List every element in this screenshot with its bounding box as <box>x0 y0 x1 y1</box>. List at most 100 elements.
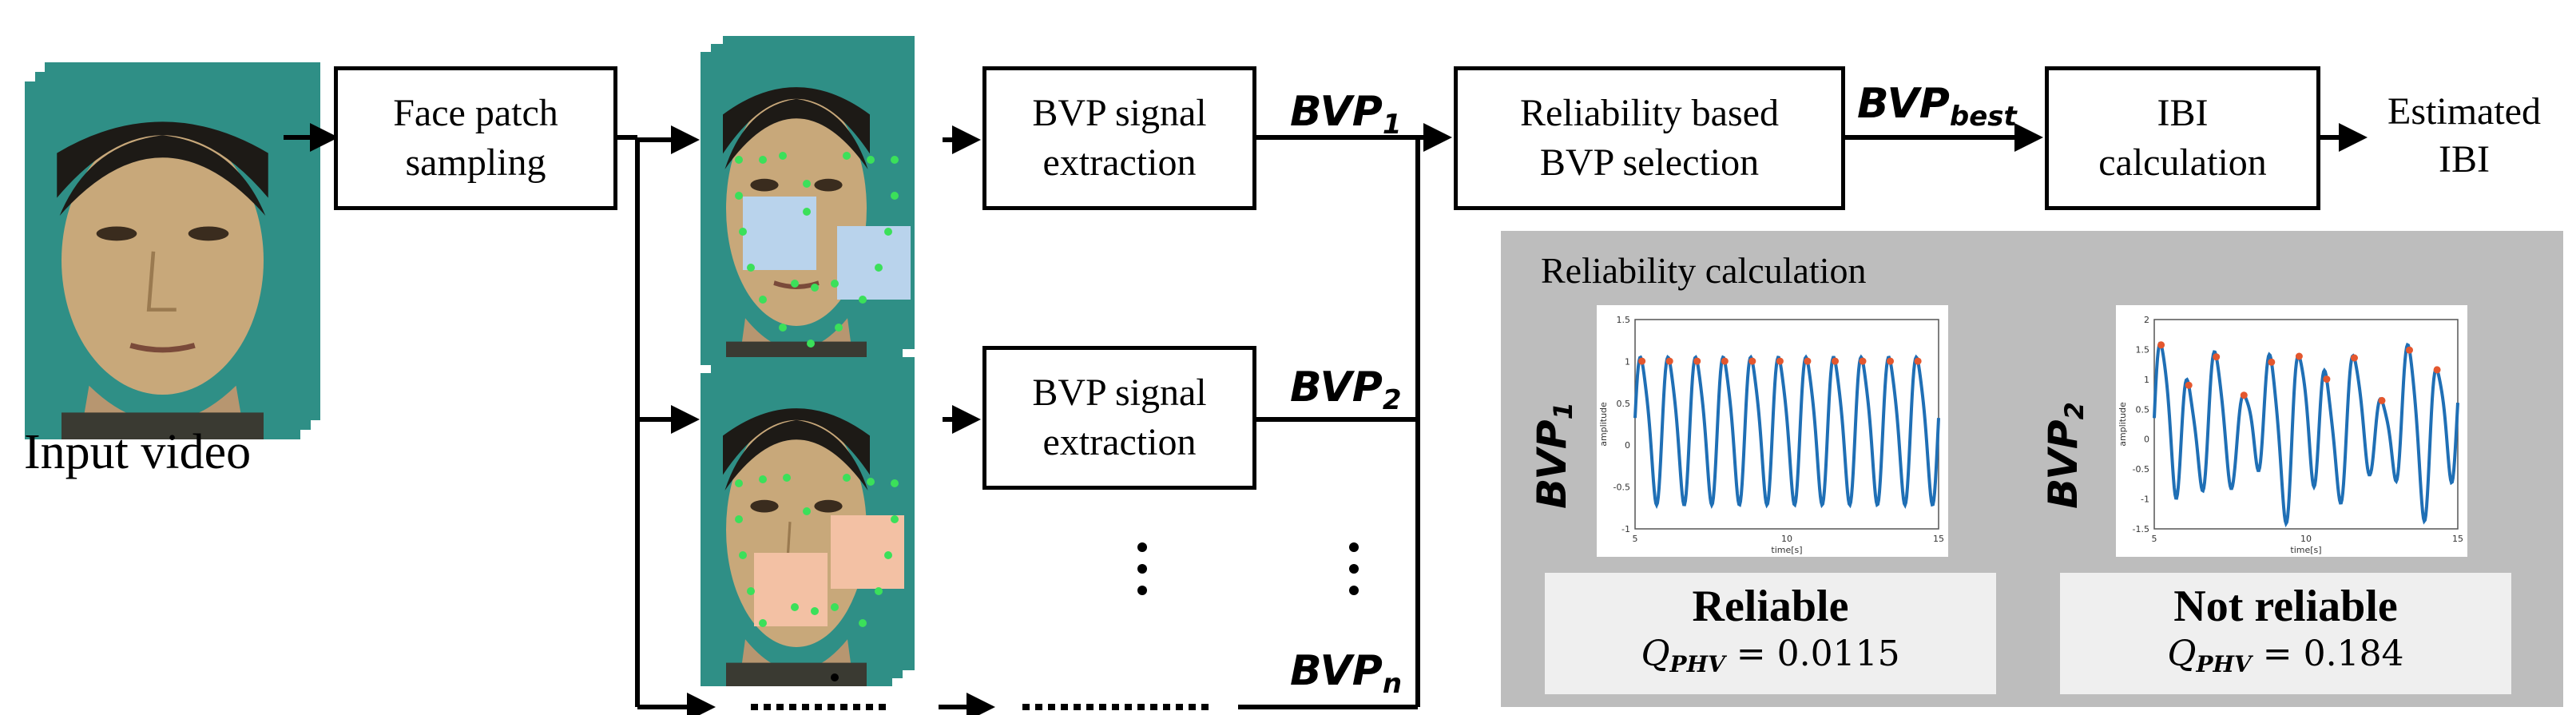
bvp-best-label: BVPbest <box>1857 80 2017 133</box>
reliable-q-value: QPHV = 0.0115 <box>1641 632 1899 687</box>
plot-ylabel: amplitude <box>1598 402 1609 447</box>
q-sub-right: PHV <box>2196 650 2252 677</box>
ytick-label: 0 <box>2144 435 2149 445</box>
input-video-caption: Input video <box>24 425 252 479</box>
ytick-label: 0.5 <box>1617 399 1631 409</box>
ytick-label: -1 <box>2141 495 2149 505</box>
ibi-calculation-box: IBI calculation <box>2045 66 2320 210</box>
extract1-line-1: BVP signal <box>1032 92 1207 134</box>
roi-patch-blue-left <box>743 197 816 270</box>
peak-marker <box>2378 396 2386 404</box>
not-reliable-result-box: Not reliable QPHV = 0.184 <box>2060 573 2511 694</box>
peak-marker <box>1804 357 1812 365</box>
reliable-verdict: Reliable <box>1692 581 1849 631</box>
peak-marker <box>1859 357 1867 365</box>
peak-marker <box>2351 354 2358 362</box>
peak-marker <box>2295 352 2303 360</box>
plot-ylabel: amplitude <box>2118 402 2128 447</box>
plot-xlabel: time[s] <box>2290 545 2321 555</box>
right-ylabel-sub: 2 <box>2059 402 2090 420</box>
peak-marker <box>1887 357 1894 365</box>
face-patch-stack-1 <box>701 36 915 365</box>
q-symbol-left: Q <box>1641 633 1670 674</box>
plot2-peaks <box>2157 341 2441 404</box>
reliability-calculation-panel: Reliability calculation BVP1 BVP2 -1-0.5… <box>1501 231 2563 707</box>
bvp2-label-sub: 2 <box>1382 384 1402 416</box>
reliable-result-box: Reliable QPHV = 0.0115 <box>1545 573 1996 694</box>
output-line-1: Estimated <box>2387 90 2541 133</box>
bvpn-label-sub: n <box>1382 668 1403 700</box>
output-line-2: IBI <box>2439 138 2490 181</box>
face-patch-sampling-box: Face patch sampling <box>334 66 617 210</box>
bvp1-label-sub: 1 <box>1382 109 1402 141</box>
bvp1-label: BVP1 <box>1290 88 1402 141</box>
extract1-line-2: extraction <box>1042 141 1197 184</box>
landmark-dots-1 <box>735 152 899 348</box>
bvp1-label-base: BVP <box>1290 88 1383 136</box>
bvp-signal-extraction-box-2: BVP signal extraction <box>982 346 1256 490</box>
peak-marker <box>1776 357 1784 365</box>
bvp2-label: BVP2 <box>1290 363 1402 416</box>
ytick-label: 0.5 <box>2136 404 2150 415</box>
plot1-peaks <box>1638 357 1922 365</box>
bvp-best-label-base: BVP <box>1857 80 1950 128</box>
peak-marker <box>2268 358 2276 366</box>
ytick-label: 1 <box>2144 375 2149 385</box>
peak-marker <box>1638 357 1646 365</box>
panel-title: Reliability calculation <box>1541 250 1867 291</box>
q-sub-left: PHV <box>1669 650 1725 677</box>
left-ylabel-base: BVP <box>1529 419 1575 509</box>
extract2-line-1: BVP signal <box>1032 371 1207 414</box>
roi-patch-blue-right <box>837 226 911 300</box>
right-ylabel-base: BVP <box>2040 419 2086 509</box>
ibi-line-1: IBI <box>2157 92 2209 134</box>
connectors <box>284 123 2368 715</box>
peak-marker <box>1748 357 1756 365</box>
panel-left-ylabel: BVP1 <box>1529 399 1578 511</box>
ytick-label: -0.5 <box>1613 483 1630 493</box>
peak-marker <box>2157 341 2165 349</box>
xtick-label: 10 <box>1781 534 1792 544</box>
ytick-label: 1 <box>1625 356 1630 367</box>
ytick-label: 2 <box>2144 315 2149 325</box>
xtick-label: 15 <box>1933 534 1944 544</box>
q-value-left: = 0.0115 <box>1736 633 1900 674</box>
sampling-line-2: sampling <box>405 141 546 184</box>
panel-right-ylabel: BVP2 <box>2040 399 2090 511</box>
peak-marker <box>2185 381 2193 389</box>
bvpn-label-base: BVP <box>1290 647 1383 695</box>
selection-line-1: Reliability based <box>1520 92 1779 134</box>
peak-marker <box>2323 375 2331 383</box>
peak-marker <box>1693 357 1701 365</box>
ytick-label: 0 <box>1625 440 1630 451</box>
ytick-label: 1.5 <box>2136 344 2150 355</box>
face-patch-stack-2 <box>701 357 915 686</box>
sampling-line-1: Face patch <box>393 92 558 134</box>
ibi-line-2: calculation <box>2098 141 2267 184</box>
peak-marker <box>1721 357 1729 365</box>
q-symbol-right: Q <box>2167 633 2197 674</box>
q-value-right: = 0.184 <box>2262 633 2404 674</box>
roi-patch-orange-left <box>754 553 828 626</box>
peak-marker <box>2213 353 2221 361</box>
landmark-dots-2 <box>735 474 899 627</box>
bvp-signal-extraction-box-1: BVP signal extraction <box>982 66 1256 210</box>
ytick-label: -0.5 <box>2133 464 2149 475</box>
extract2-line-2: extraction <box>1042 421 1197 463</box>
xtick-label: 15 <box>2452 534 2463 544</box>
estimated-ibi-output: Estimated IBI <box>2368 88 2560 184</box>
plot2-signal-line <box>2153 341 2459 528</box>
not-reliable-q-value: QPHV = 0.184 <box>2167 632 2403 687</box>
ellipsis-dots <box>1137 542 1359 595</box>
peak-marker <box>2240 391 2248 399</box>
peak-marker <box>1832 357 1839 365</box>
input-video-stack <box>25 62 320 439</box>
xtick-label: 5 <box>1633 534 1638 544</box>
xtick-label: 10 <box>2300 534 2312 544</box>
ytick-label: -1 <box>1621 524 1630 534</box>
bvp-best-label-sub: best <box>1949 101 2017 133</box>
bvpn-label: BVPn <box>1290 647 1402 700</box>
